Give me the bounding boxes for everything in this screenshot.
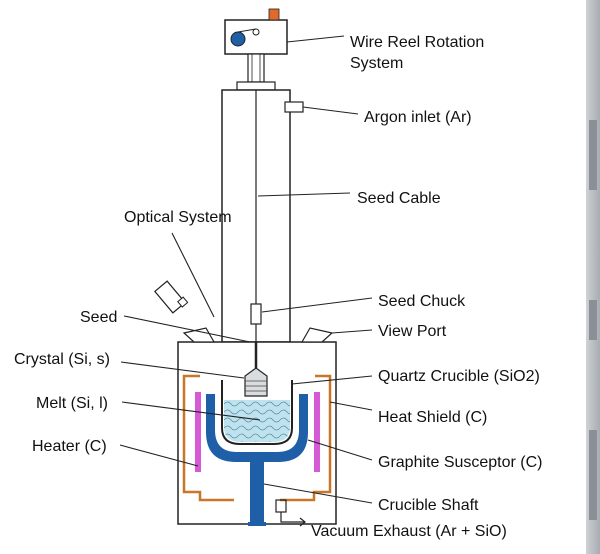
- argon-inlet-port: [284, 101, 304, 113]
- label-crucible-shaft: Crucible Shaft: [378, 497, 479, 514]
- heater-right: [314, 392, 320, 472]
- label-seed-chuck: Seed Chuck: [378, 293, 466, 310]
- label-argon-inlet: Argon inlet (Ar): [364, 109, 472, 126]
- crystal-ingot: [244, 367, 268, 397]
- reel-drum: [230, 31, 246, 47]
- crucible-shaft-base: [248, 522, 266, 526]
- label-heat-shield: Heat Shield (C): [378, 409, 487, 426]
- label-optical-system: Optical System: [124, 209, 232, 226]
- view-port-right: [300, 327, 334, 343]
- crucible-shaft-rod: [250, 462, 264, 524]
- vacuum-exhaust-pipe: [275, 499, 306, 527]
- label-view-port: View Port: [378, 323, 447, 340]
- label-seed-cable: Seed Cable: [357, 190, 441, 207]
- label-wire-reel-line2: System: [350, 55, 403, 72]
- heat-shield: [182, 374, 332, 502]
- label-heater: Heater (C): [32, 438, 107, 455]
- quartz-crucible: [221, 380, 293, 445]
- reel-pulley: [252, 28, 260, 36]
- label-graphite-susceptor: Graphite Susceptor (C): [378, 454, 543, 471]
- label-seed: Seed: [80, 309, 117, 326]
- label-quartz-crucible: Quartz Crucible (SiO2): [378, 368, 540, 385]
- wire-reel-rotation-system: [224, 8, 288, 55]
- reel-knob: [268, 8, 280, 21]
- leader-lines: [119, 35, 373, 504]
- label-melt: Melt (Si, l): [36, 395, 108, 412]
- label-vacuum-exhaust: Vacuum Exhaust (Ar + SiO): [311, 523, 507, 540]
- label-crystal: Crystal (Si, s): [14, 351, 110, 368]
- optical-system-device: [154, 280, 189, 314]
- adjacent-photo-strip: [586, 0, 600, 554]
- label-wire-reel-line1: Wire Reel Rotation: [350, 34, 484, 51]
- view-port-left: [182, 327, 216, 343]
- reel-coupling: [247, 53, 265, 83]
- melt-waves: [224, 400, 290, 442]
- heater-left: [195, 392, 201, 472]
- graphite-susceptor: [206, 394, 308, 462]
- seed-chuck-part: [250, 303, 262, 325]
